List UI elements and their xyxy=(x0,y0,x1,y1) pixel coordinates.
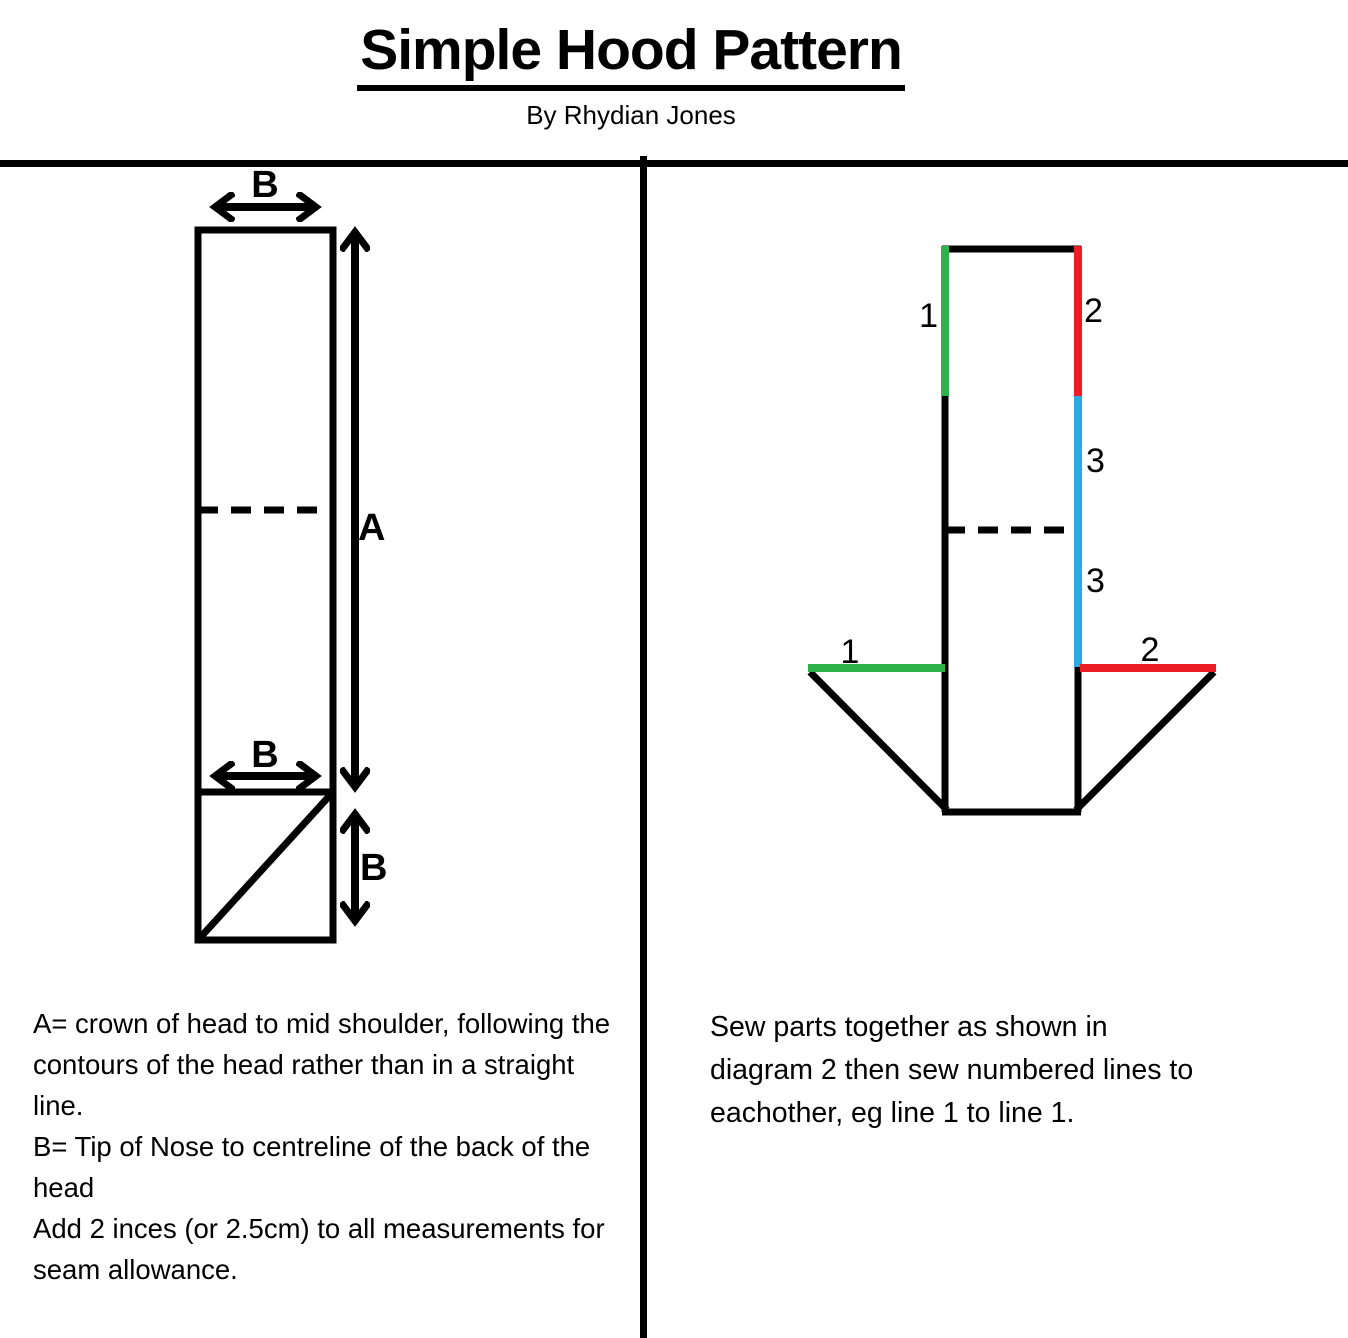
byline: By Rhydian Jones xyxy=(526,99,736,130)
note-line: A= crown of head to mid shoulder, follow… xyxy=(33,1008,611,1039)
seam-label-3-upper: 3 xyxy=(1086,442,1105,480)
seam-label-3-lower: 3 xyxy=(1086,562,1105,600)
note-line: Sew parts together as shown in xyxy=(710,1011,1108,1043)
seam-label-1-top: 1 xyxy=(919,297,938,335)
note-line: line. xyxy=(33,1090,84,1121)
left-flap-diagonal xyxy=(807,669,950,813)
sewing-instructions: Sew parts together as shown in diagram 2… xyxy=(710,1006,1193,1135)
vertical-divider xyxy=(640,156,647,1338)
note-line: contours of the head rather than in a st… xyxy=(33,1049,575,1080)
note-line: seam allowance. xyxy=(33,1254,238,1285)
measurement-diagram: B A B B xyxy=(194,165,387,944)
pattern-outline xyxy=(194,226,337,944)
header: Simple Hood Pattern By Rhydian Jones xyxy=(0,18,1262,131)
page-title: Simple Hood Pattern xyxy=(357,18,905,91)
measurement-notes: A= crown of head to mid shoulder, follow… xyxy=(33,1003,610,1290)
note-line: diagram 2 then sew numbered lines to xyxy=(710,1054,1194,1086)
dimension-label-b-side: B xyxy=(360,847,387,889)
seam-label-2-bottom: 2 xyxy=(1141,631,1160,669)
note-line: B= Tip of Nose to centreline of the back… xyxy=(33,1131,591,1162)
dimension-label-b-top: B xyxy=(251,165,278,206)
note-line: head xyxy=(33,1172,95,1203)
dimension-label-a: A xyxy=(358,507,385,549)
note-line: Add 2 inces (or 2.5cm) to all measuremen… xyxy=(33,1213,605,1244)
right-flap-diagonal xyxy=(1073,669,1217,813)
square-diagonal-line xyxy=(195,789,336,943)
horizontal-divider xyxy=(0,160,1348,167)
dimension-label-b-inner: B xyxy=(251,734,278,776)
note-line: eachother, eg line 1 to line 1. xyxy=(710,1097,1075,1129)
assembly-diagram: 1 2 3 3 1 2 xyxy=(807,245,1217,816)
seam-label-1-bottom: 1 xyxy=(841,633,860,671)
seam-label-2-top: 2 xyxy=(1084,292,1103,330)
